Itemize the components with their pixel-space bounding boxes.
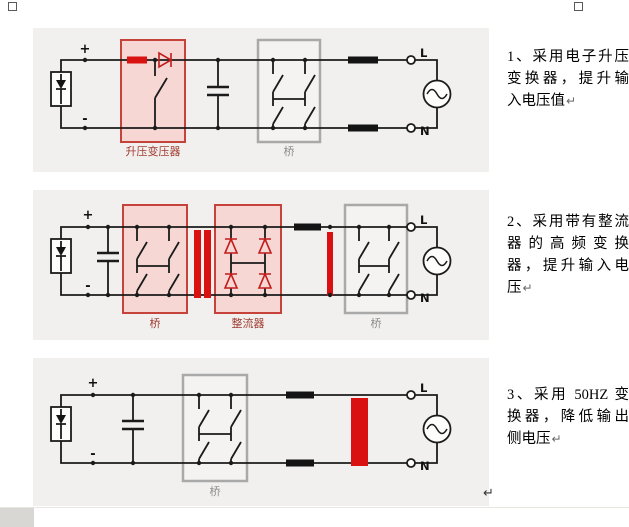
line-break-mark: ↵ [551,432,562,446]
input-capacitor [97,251,119,263]
filter-inductor-bottom [286,459,314,467]
annotation-3: 3、采用 50HZ 变 换器，降低输出 侧电压↵ [507,384,629,450]
annotation-line: 3、采用 50HZ 变 [507,387,629,403]
output-bridge-box [343,203,409,315]
line-terminal-label: L [420,46,428,60]
selection-handle-top-left[interactable] [8,2,17,11]
terminal-l [406,222,416,232]
circuit-panel-2: + - L N 桥 整流器 桥 [33,190,489,340]
dc-link-capacitor [207,85,229,97]
terminal-n [406,290,416,300]
selection-handle-top-right[interactable] [574,2,583,11]
circuit-wires [60,59,438,129]
junction-dots [90,392,234,466]
output-bridge-label: 桥 [371,317,382,330]
page-bottom-edge [0,507,629,508]
filter-inductor-top [286,391,314,399]
plus-label: + [88,376,99,391]
annotation-text: 压 [507,280,522,296]
rectifier-label: 整流器 [232,316,265,330]
filter-inductor-top [348,56,378,64]
plus-label: + [83,208,94,223]
sine-wave-icon [426,423,448,435]
annotation-line: 压↵ [507,277,629,299]
annotation-2: 2、采用带有整流 器的高频变换 器，提升输入电 压↵ [507,211,629,299]
page-corner-shadow [0,508,34,527]
boost-diode [158,51,173,69]
boost-transformer-box [120,39,186,143]
boost-box-label: 升压变压器 [126,144,181,158]
line-break-mark: ↵ [566,94,577,108]
rectifier-diodes [223,236,273,289]
plus-label: + [80,42,91,57]
pv-module [50,238,72,274]
dc-link-capacitor-red [327,232,333,296]
minus-label: - [85,279,90,294]
bridge-box-label: 桥 [210,485,221,498]
input-bridge-label: 桥 [150,317,161,330]
bridge-box [181,373,249,483]
50hz-transformer [351,398,368,466]
input-capacitor [122,419,144,431]
line-terminal-label: L [420,381,428,395]
terminal-l [406,55,416,65]
annotation-line: 器的高频变换 [507,236,629,252]
sine-wave-icon [426,255,448,267]
ac-source [422,246,452,276]
minus-label: - [90,447,95,462]
terminal-n [406,458,416,468]
circuit-1-svg: + - L N 升压变压器 桥 [50,38,452,158]
line-terminal-label: L [420,213,428,227]
annotation-line: 侧电压↵ [507,428,629,450]
neutral-terminal-label: N [420,124,430,138]
pv-module [50,71,72,107]
input-bridge-box [122,204,188,314]
annotation-1: 1、采用电子升压 变换器，提升输 入电压值↵ [507,46,629,112]
annotation-line: 器，提升输入电 [507,258,629,274]
paragraph-mark: ↵ [483,486,494,501]
annotation-text: 侧电压 [507,431,551,447]
annotation-line: 变换器，提升输 [507,71,629,87]
ac-source [422,414,452,444]
neutral-terminal-label: N [420,459,430,473]
pv-module [50,406,72,442]
ac-source [422,79,452,109]
annotation-text: 入电压值 [507,93,565,109]
junction-dots [85,224,392,298]
line-break-mark: ↵ [522,281,533,295]
bridge-box [256,38,322,144]
circuit-panel-3: + - L N 桥 [33,358,489,506]
annotation-line: 1、采用电子升压 [507,49,629,65]
minus-label: - [82,112,87,127]
boost-inductor [127,56,147,64]
annotation-line: 入电压值↵ [507,90,629,112]
circuit-3-svg: + - L N 桥 [50,373,452,498]
annotation-line: 换器，降低输出 [507,409,629,425]
filter-inductor-bottom [348,124,378,132]
bridge-box-label: 桥 [284,145,295,158]
sine-wave-icon [426,88,448,100]
junction-dots [82,57,308,131]
rectifier-box [214,204,282,314]
annotation-line: 2、采用带有整流 [507,214,629,230]
terminal-n [406,123,416,133]
circuit-wires [60,394,438,464]
circuit-panel-1: + - L N 升压变压器 桥 [33,28,489,172]
terminal-l [406,390,416,400]
circuit-2-svg: + - L N 桥 整流器 桥 [50,203,452,330]
hf-transformer [194,230,211,298]
neutral-terminal-label: N [420,291,430,305]
filter-inductor-top [294,223,321,231]
